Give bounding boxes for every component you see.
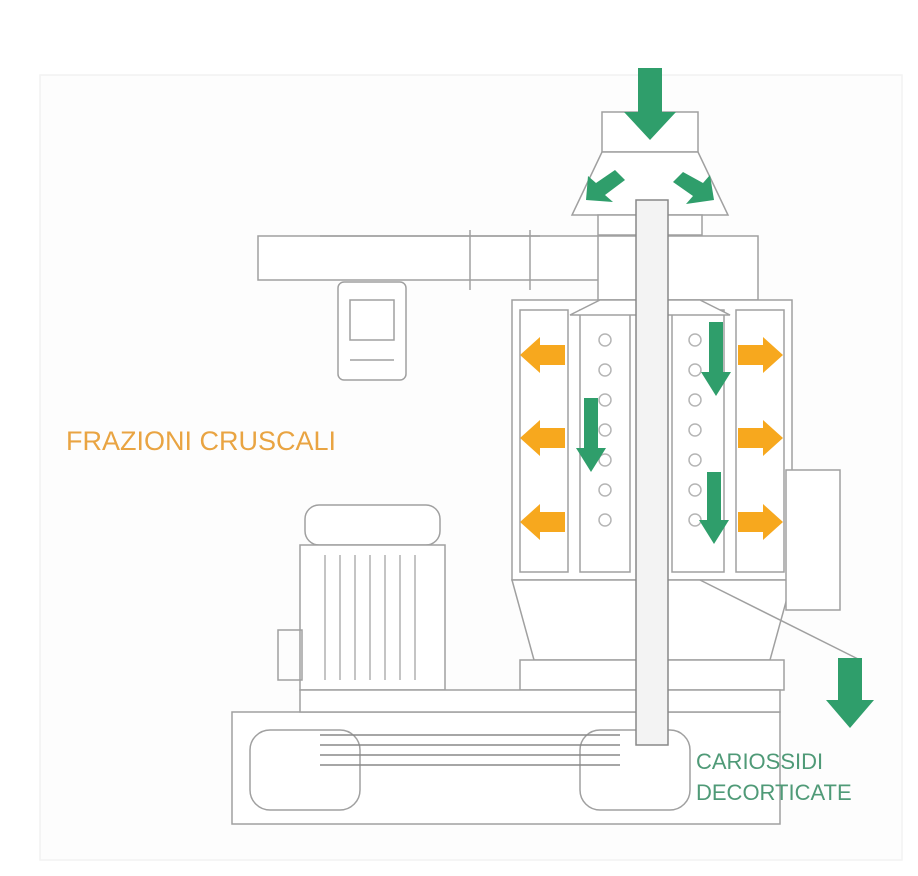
- feed-inlet-arrow: [624, 68, 676, 140]
- dehulled-kernels-line1: CARIOSSIDI: [696, 749, 824, 774]
- bran-arrow-left: [520, 420, 565, 456]
- side-box: [785, 469, 841, 611]
- rotor-shaft: [635, 199, 669, 746]
- bran-fractions-label: FRAZIONI CRUSCALI: [66, 426, 337, 456]
- dehulled-kernels-label: CARIOSSIDI DECORTICATE: [696, 746, 852, 808]
- bran-arrow-right: [738, 420, 783, 456]
- kernel-outlet-arrow: [826, 658, 874, 728]
- bran-arrow-right: [738, 337, 783, 373]
- small-motor: [337, 281, 407, 381]
- bran-arrow-left: [520, 504, 565, 540]
- flow-arrow-down: [699, 472, 729, 544]
- bran-arrow-left: [520, 337, 565, 373]
- flow-arrow-down: [701, 322, 731, 396]
- feed-spread-arrow-right: [673, 172, 714, 204]
- top-beam: [257, 235, 603, 281]
- main-motor: [277, 504, 446, 691]
- dehulled-kernels-line2: DECORTICATE: [696, 780, 852, 805]
- bran-arrow-right: [738, 504, 783, 540]
- feed-spread-arrow-left: [586, 170, 625, 202]
- flow-arrow-down: [576, 398, 606, 472]
